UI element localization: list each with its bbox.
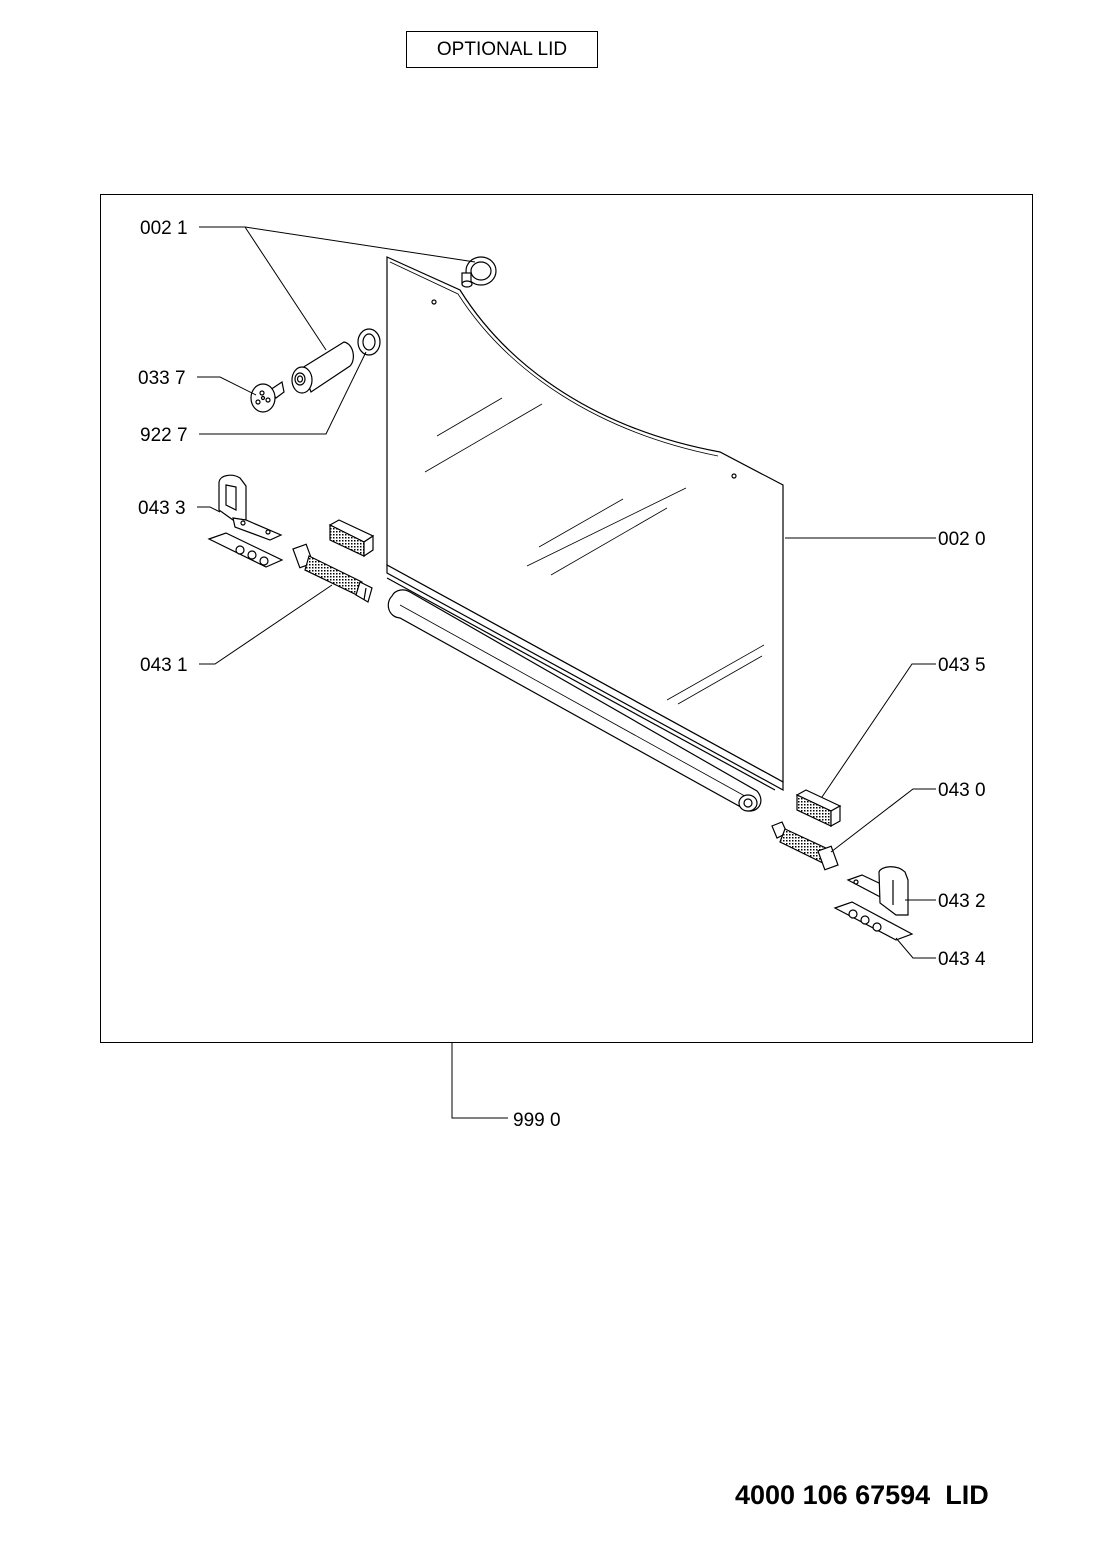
leader-lines: [197, 226, 936, 1119]
callout-922-7: 922 7: [140, 425, 188, 446]
callout-043-1: 043 1: [140, 655, 188, 676]
part-number-footer: 4000 106 67594 LID: [735, 1480, 989, 1510]
left-rubber-pad: [328, 519, 375, 558]
callout-043-5: 043 5: [938, 655, 986, 676]
glass-top-pin: [461, 256, 497, 288]
right-rubber-pad: [795, 789, 842, 828]
callout-033-7: 033 7: [138, 368, 186, 389]
callout-002-1: 002 1: [140, 218, 188, 239]
knob-screw: [250, 381, 285, 413]
callout-002-0: 002 0: [938, 529, 986, 550]
callout-043-3: 043 3: [138, 498, 186, 519]
assembly-frame: [100, 194, 1033, 1043]
bushing: [291, 341, 354, 394]
callout-043-2: 043 2: [938, 891, 986, 912]
glass-lid-panel: [386, 256, 784, 792]
washer: [357, 328, 381, 356]
left-hinge-bracket: [207, 474, 284, 568]
callout-999-0: 999 0: [513, 1110, 561, 1131]
callout-043-0: 043 0: [938, 780, 986, 801]
right-hinge-bracket: [833, 866, 914, 941]
callout-043-4: 043 4: [938, 949, 986, 970]
hinge-tube: [387, 589, 762, 812]
left-threaded-pin: [292, 543, 373, 603]
diagram-title: OPTIONAL LID: [406, 31, 598, 68]
right-threaded-pin: [771, 821, 839, 871]
